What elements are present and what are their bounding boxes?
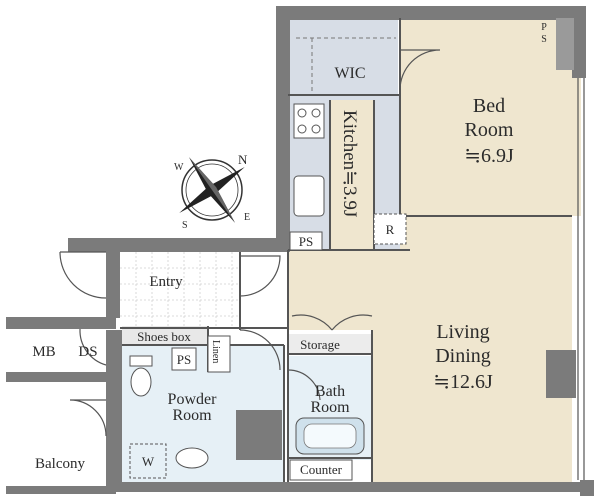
door-mb [79,328,107,366]
label-bedroom-area: ≒6.9J [464,145,514,167]
label-ps-powder: PS [177,352,191,367]
bedroom-floor [400,18,581,216]
wall-right-top [572,6,586,78]
wall-left-upper [276,6,290,252]
label-washer: W [142,454,155,469]
wic-floor [290,20,398,95]
label-bedroom-2: Room [465,119,514,141]
door-bedroom [399,49,441,91]
shoes-box-floor [122,326,208,346]
compass: N E S W [174,152,250,231]
wall-top [276,6,584,20]
powder-sink [175,447,209,469]
label-counter: Counter [300,462,343,477]
stove [293,103,325,139]
stove-burners [297,108,321,134]
washer-box [129,443,167,479]
fixtures [129,37,407,481]
label-entry: Entry [149,274,183,290]
compass-w: W [174,162,184,173]
label-ps-kitchen: PS [299,234,313,249]
toilet-tank [129,355,153,367]
column-powder [236,410,282,460]
door-powder [239,329,281,371]
wall-far-left-top [6,317,116,329]
door-entry-main [59,251,107,299]
label-living-area: ≒12.6J [433,371,493,393]
door-living [291,314,373,331]
kitchen-aisle [330,100,374,250]
doors [59,49,441,437]
label-living-2: Dining [435,345,491,367]
ps-powder-box [171,347,197,371]
label-bath-2: Room [310,399,350,416]
label-powder-1: Powder [168,391,218,408]
column-living [546,350,576,398]
compass-ring [181,159,243,221]
storage-floor [288,334,372,354]
label-bath-1: Bath [315,383,345,400]
wall-entry-top [68,238,290,252]
label-mb: MB [32,344,55,360]
counter-box [289,459,353,481]
label-storage: Storage [300,337,340,352]
entry-floor [120,252,240,328]
compass-needle-icon [179,157,245,223]
door-entry-inner [239,255,281,297]
label-powder-2: Room [172,407,212,424]
label-kitchen: Kitchen≒3.9J [339,110,360,217]
room-labels: WIC Bed Room ≒6.9J Kitchen≒3.9J Living D… [32,22,547,477]
label-bedroom-1: Bed [473,95,505,117]
bathtub-inner [303,423,357,449]
label-ds: DS [78,344,97,360]
wall-entry-left [106,238,120,318]
label-shoes-box: Shoes box [137,329,191,344]
wic-shelf [296,37,396,92]
linen-box [207,335,231,373]
label-refrigerator: R [386,222,395,237]
wall-right-bottom [580,480,594,496]
toilet-bowl [130,367,152,397]
ps-kitchen-box [289,231,323,251]
label-ps-bed-s: S [541,34,547,45]
label-wic: WIC [334,65,365,82]
label-living-1: Living [436,321,489,343]
refrigerator [373,213,407,245]
compass-e: E [244,212,250,223]
label-linen: Linen [210,340,221,363]
living-floor-lower [288,250,372,330]
compass-s: S [182,220,188,231]
kitchen-sink [293,175,325,217]
label-ps-bed-p: P [541,22,547,33]
door-bath [287,369,321,401]
label-balcony: Balcony [35,456,85,472]
entry-tile-grid [120,252,240,326]
wall-bottom [106,482,582,492]
door-balcony [69,399,107,437]
walls [6,6,594,496]
windows [577,78,585,480]
wall-far-left-bottom [6,486,116,494]
wall-left-lower [106,330,122,490]
compass-n: N [238,152,248,167]
column-bed-ps [556,18,574,70]
wall-far-left-mid [6,372,116,382]
